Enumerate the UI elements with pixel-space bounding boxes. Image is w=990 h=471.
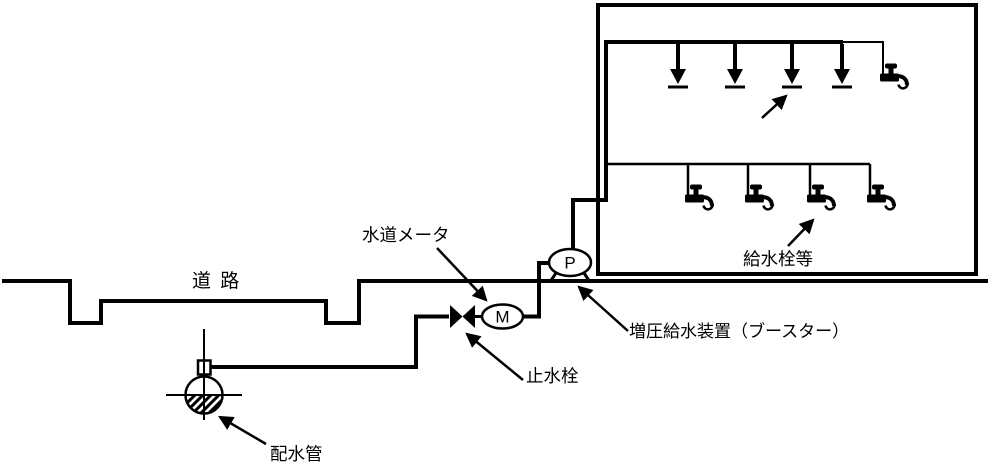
tap-outlet-icon xyxy=(832,44,852,89)
meter-letter: M xyxy=(495,308,509,327)
arrow-faucets-upper xyxy=(761,94,788,119)
label-road: 道 路 xyxy=(192,270,241,292)
label-water-meter: 水道メータ xyxy=(362,225,450,245)
arrow-distribution-pipe xyxy=(218,415,267,446)
riser-pipe xyxy=(571,40,843,250)
service-pipe xyxy=(211,314,449,369)
tap-outlet-icon xyxy=(668,44,688,89)
arrow-stop-valve xyxy=(465,332,524,381)
faucet-icon xyxy=(878,61,910,91)
building-outline xyxy=(596,3,978,276)
arrow-booster xyxy=(577,285,629,332)
label-supply-faucets: 給水栓等 xyxy=(743,249,813,269)
arrow-faucets-lower xyxy=(787,218,815,247)
road-ground-line xyxy=(2,279,988,325)
arrow-water-meter xyxy=(436,247,488,302)
label-stop-valve: 止水栓 xyxy=(526,366,579,386)
valve-bowtie-icon xyxy=(450,305,475,328)
pump-letter: P xyxy=(564,254,575,273)
meter-ellipse-icon: M xyxy=(480,303,525,330)
corp-stop-icon xyxy=(196,359,212,376)
upper-faucet-branch-pipe xyxy=(843,41,884,79)
tap-outlet-icon xyxy=(725,44,745,89)
tap-outlet-icon xyxy=(782,44,802,89)
meter-to-booster-pipe xyxy=(523,261,550,319)
label-booster-device: 増圧給水装置（ブースター） xyxy=(629,321,849,341)
pump-ellipse-icon: P xyxy=(547,247,593,282)
water-main-cross-section-icon xyxy=(166,329,242,420)
label-distribution-pipe: 配水管 xyxy=(270,444,323,464)
